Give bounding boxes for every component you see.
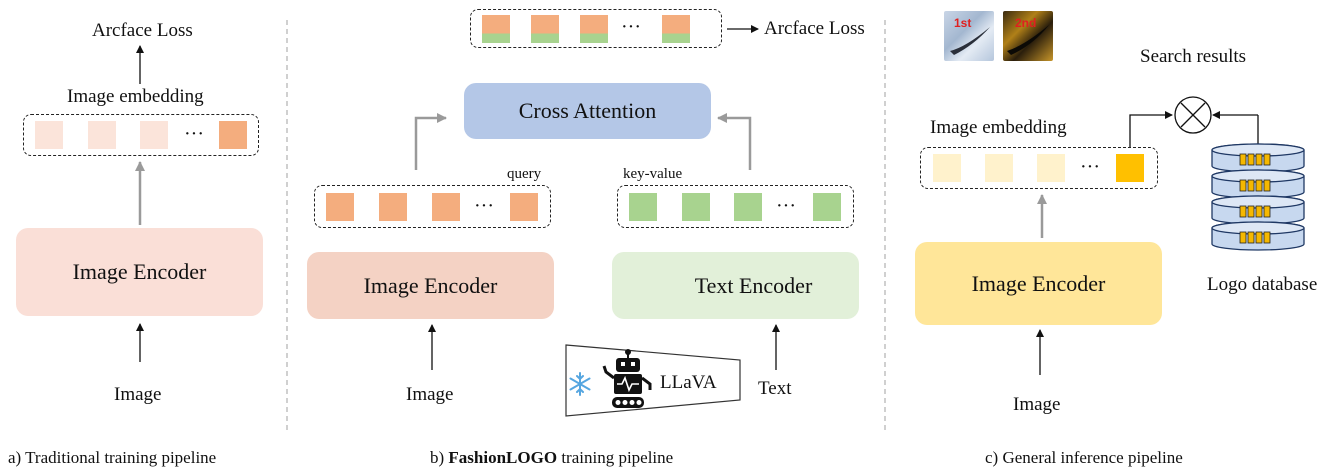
snowflake-icon	[569, 372, 591, 396]
image-encoder-block: Image Encoder	[307, 252, 554, 319]
multiply-icon	[1174, 96, 1212, 134]
key-value-token	[734, 193, 762, 221]
ellipsis: ···	[621, 16, 641, 38]
key-value-token	[813, 193, 841, 221]
cross-attention-label: Cross Attention	[518, 98, 657, 123]
embedding-token	[985, 154, 1013, 182]
embedding-vector	[23, 114, 259, 156]
image-encoder-label: Image Encoder	[363, 272, 498, 298]
text-encoder-block: Text Encoder	[612, 252, 859, 319]
rank-2-label: 2nd	[1015, 16, 1037, 30]
text-encoder-label: Text Encoder	[694, 272, 813, 298]
embedding-token	[35, 121, 63, 149]
embedding-token	[933, 154, 961, 182]
fused-token	[662, 15, 690, 43]
ellipsis: ···	[1080, 156, 1100, 178]
query-token	[432, 193, 460, 221]
rank-1-label: 1st	[954, 16, 972, 30]
arcface-loss-label: Arcface Loss	[764, 18, 865, 39]
key-value-vector	[617, 185, 854, 228]
caption-b: b) FashionLOGO training pipeline	[430, 448, 674, 467]
key-value-token	[682, 193, 710, 221]
robot-icon	[602, 349, 652, 408]
arcface-loss-label: Arcface Loss	[92, 20, 193, 41]
logo-database-label: Logo database	[1207, 274, 1318, 295]
embedding-token	[140, 121, 168, 149]
embedding-token	[219, 121, 247, 149]
caption-c: c) General inference pipeline	[985, 448, 1183, 467]
key-value-token	[629, 193, 657, 221]
ellipsis: ···	[776, 195, 796, 217]
llava-label: LLaVA	[660, 372, 717, 393]
output-embedding-vector	[470, 9, 722, 48]
search-result-1-image: 1st	[944, 11, 994, 61]
llava-frame	[565, 344, 741, 417]
key-value-label: key-value	[623, 166, 683, 182]
image-encoder-label: Image Encoder	[72, 259, 207, 284]
search-results-label: Search results	[1140, 46, 1247, 67]
image-input-label: Image	[114, 384, 162, 405]
embedding-token	[1116, 154, 1144, 182]
ellipsis: ···	[184, 123, 204, 145]
image-embedding-label: Image embedding	[67, 86, 204, 107]
arrow-b-keyvalue	[717, 113, 752, 170]
caption-a: a) Traditional training pipeline	[8, 448, 217, 467]
query-token	[379, 193, 407, 221]
image-input-label: Image	[1013, 394, 1061, 415]
image-encoder-block: Image Encoder	[16, 228, 263, 316]
search-result-2-image: 2nd	[1003, 11, 1053, 61]
arrow-b-query	[414, 113, 447, 170]
ellipsis: ···	[474, 195, 494, 217]
embedding-token	[88, 121, 116, 149]
image-encoder-label: Image Encoder	[971, 270, 1106, 296]
image-input-label: Image	[406, 384, 454, 405]
image-embedding-label: Image embedding	[930, 117, 1067, 138]
fused-token	[482, 15, 510, 43]
arrow-c-embedding	[1129, 111, 1173, 148]
image-encoder-block: Image Encoder	[915, 242, 1162, 325]
query-token	[510, 193, 538, 221]
logo-database-icon	[1211, 143, 1305, 251]
cross-attention-block: Cross Attention	[464, 83, 711, 139]
embedding-vector	[920, 147, 1158, 189]
query-token	[326, 193, 354, 221]
fused-token	[580, 15, 608, 43]
embedding-token	[1037, 154, 1065, 182]
query-label: query	[507, 166, 542, 182]
text-input-label: Text	[758, 378, 792, 399]
query-vector	[314, 185, 551, 228]
fused-token	[531, 15, 559, 43]
